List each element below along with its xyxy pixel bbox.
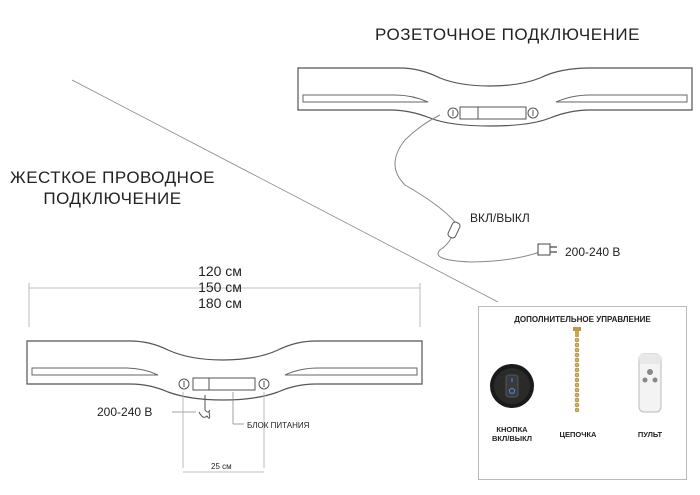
top-lamp bbox=[297, 67, 693, 127]
option-rocker-line1: КНОПКА bbox=[496, 425, 528, 434]
hardwired-connection-title: ЖЕСТКОЕ ПРОВОДНОЕ ПОДКЛЮЧЕНИЕ bbox=[10, 167, 215, 209]
power-cord bbox=[394, 114, 541, 263]
plug-icon bbox=[537, 243, 557, 256]
extra-control-panel: ДОПОЛНИТЕЛЬНОЕ УПРАВЛЕНИЕ КНОПКА ВКЛ/ВЫК… bbox=[478, 306, 687, 480]
hardwired-title-line1: ЖЕСТКОЕ ПРОВОДНОЕ bbox=[10, 168, 216, 187]
width-120: 120 см bbox=[198, 263, 242, 279]
width-180: 180 см bbox=[198, 295, 242, 311]
remote-control-icon bbox=[638, 353, 662, 413]
switch-label: ВКЛ/ВЫКЛ bbox=[470, 211, 530, 225]
spacing-label: 25 см bbox=[211, 462, 232, 471]
option-chain-label: ЦЕПОЧКА bbox=[559, 430, 597, 439]
separator-line bbox=[71, 79, 499, 303]
option-rocker-label: КНОПКА ВКЛ/ВЫКЛ bbox=[479, 425, 545, 443]
option-remote-label: ПУЛЬТ bbox=[637, 430, 663, 439]
extra-control-title: ДОПОЛНИТЕЛЬНОЕ УПРАВЛЕНИЕ bbox=[514, 315, 651, 324]
option-rocker-line2: ВКЛ/ВЫКЛ bbox=[492, 434, 532, 443]
power-unit-label: БЛОК ПИТАНИЯ bbox=[247, 421, 310, 430]
terminal-wires bbox=[198, 395, 211, 419]
width-150: 150 см bbox=[198, 279, 242, 295]
pull-chain-icon bbox=[573, 327, 581, 413]
hardwired-voltage-label: 200-240 В bbox=[97, 405, 153, 419]
hardwired-title-line2: ПОДКЛЮЧЕНИЕ bbox=[43, 189, 182, 208]
bottom-lamp bbox=[26, 340, 423, 401]
inline-switch-icon bbox=[447, 221, 461, 239]
socket-connection-title: РОЗЕТОЧНОЕ ПОДКЛЮЧЕНИЕ bbox=[375, 25, 640, 44]
socket-voltage-label: 200-240 В bbox=[565, 245, 621, 259]
rocker-switch-icon bbox=[490, 364, 534, 408]
